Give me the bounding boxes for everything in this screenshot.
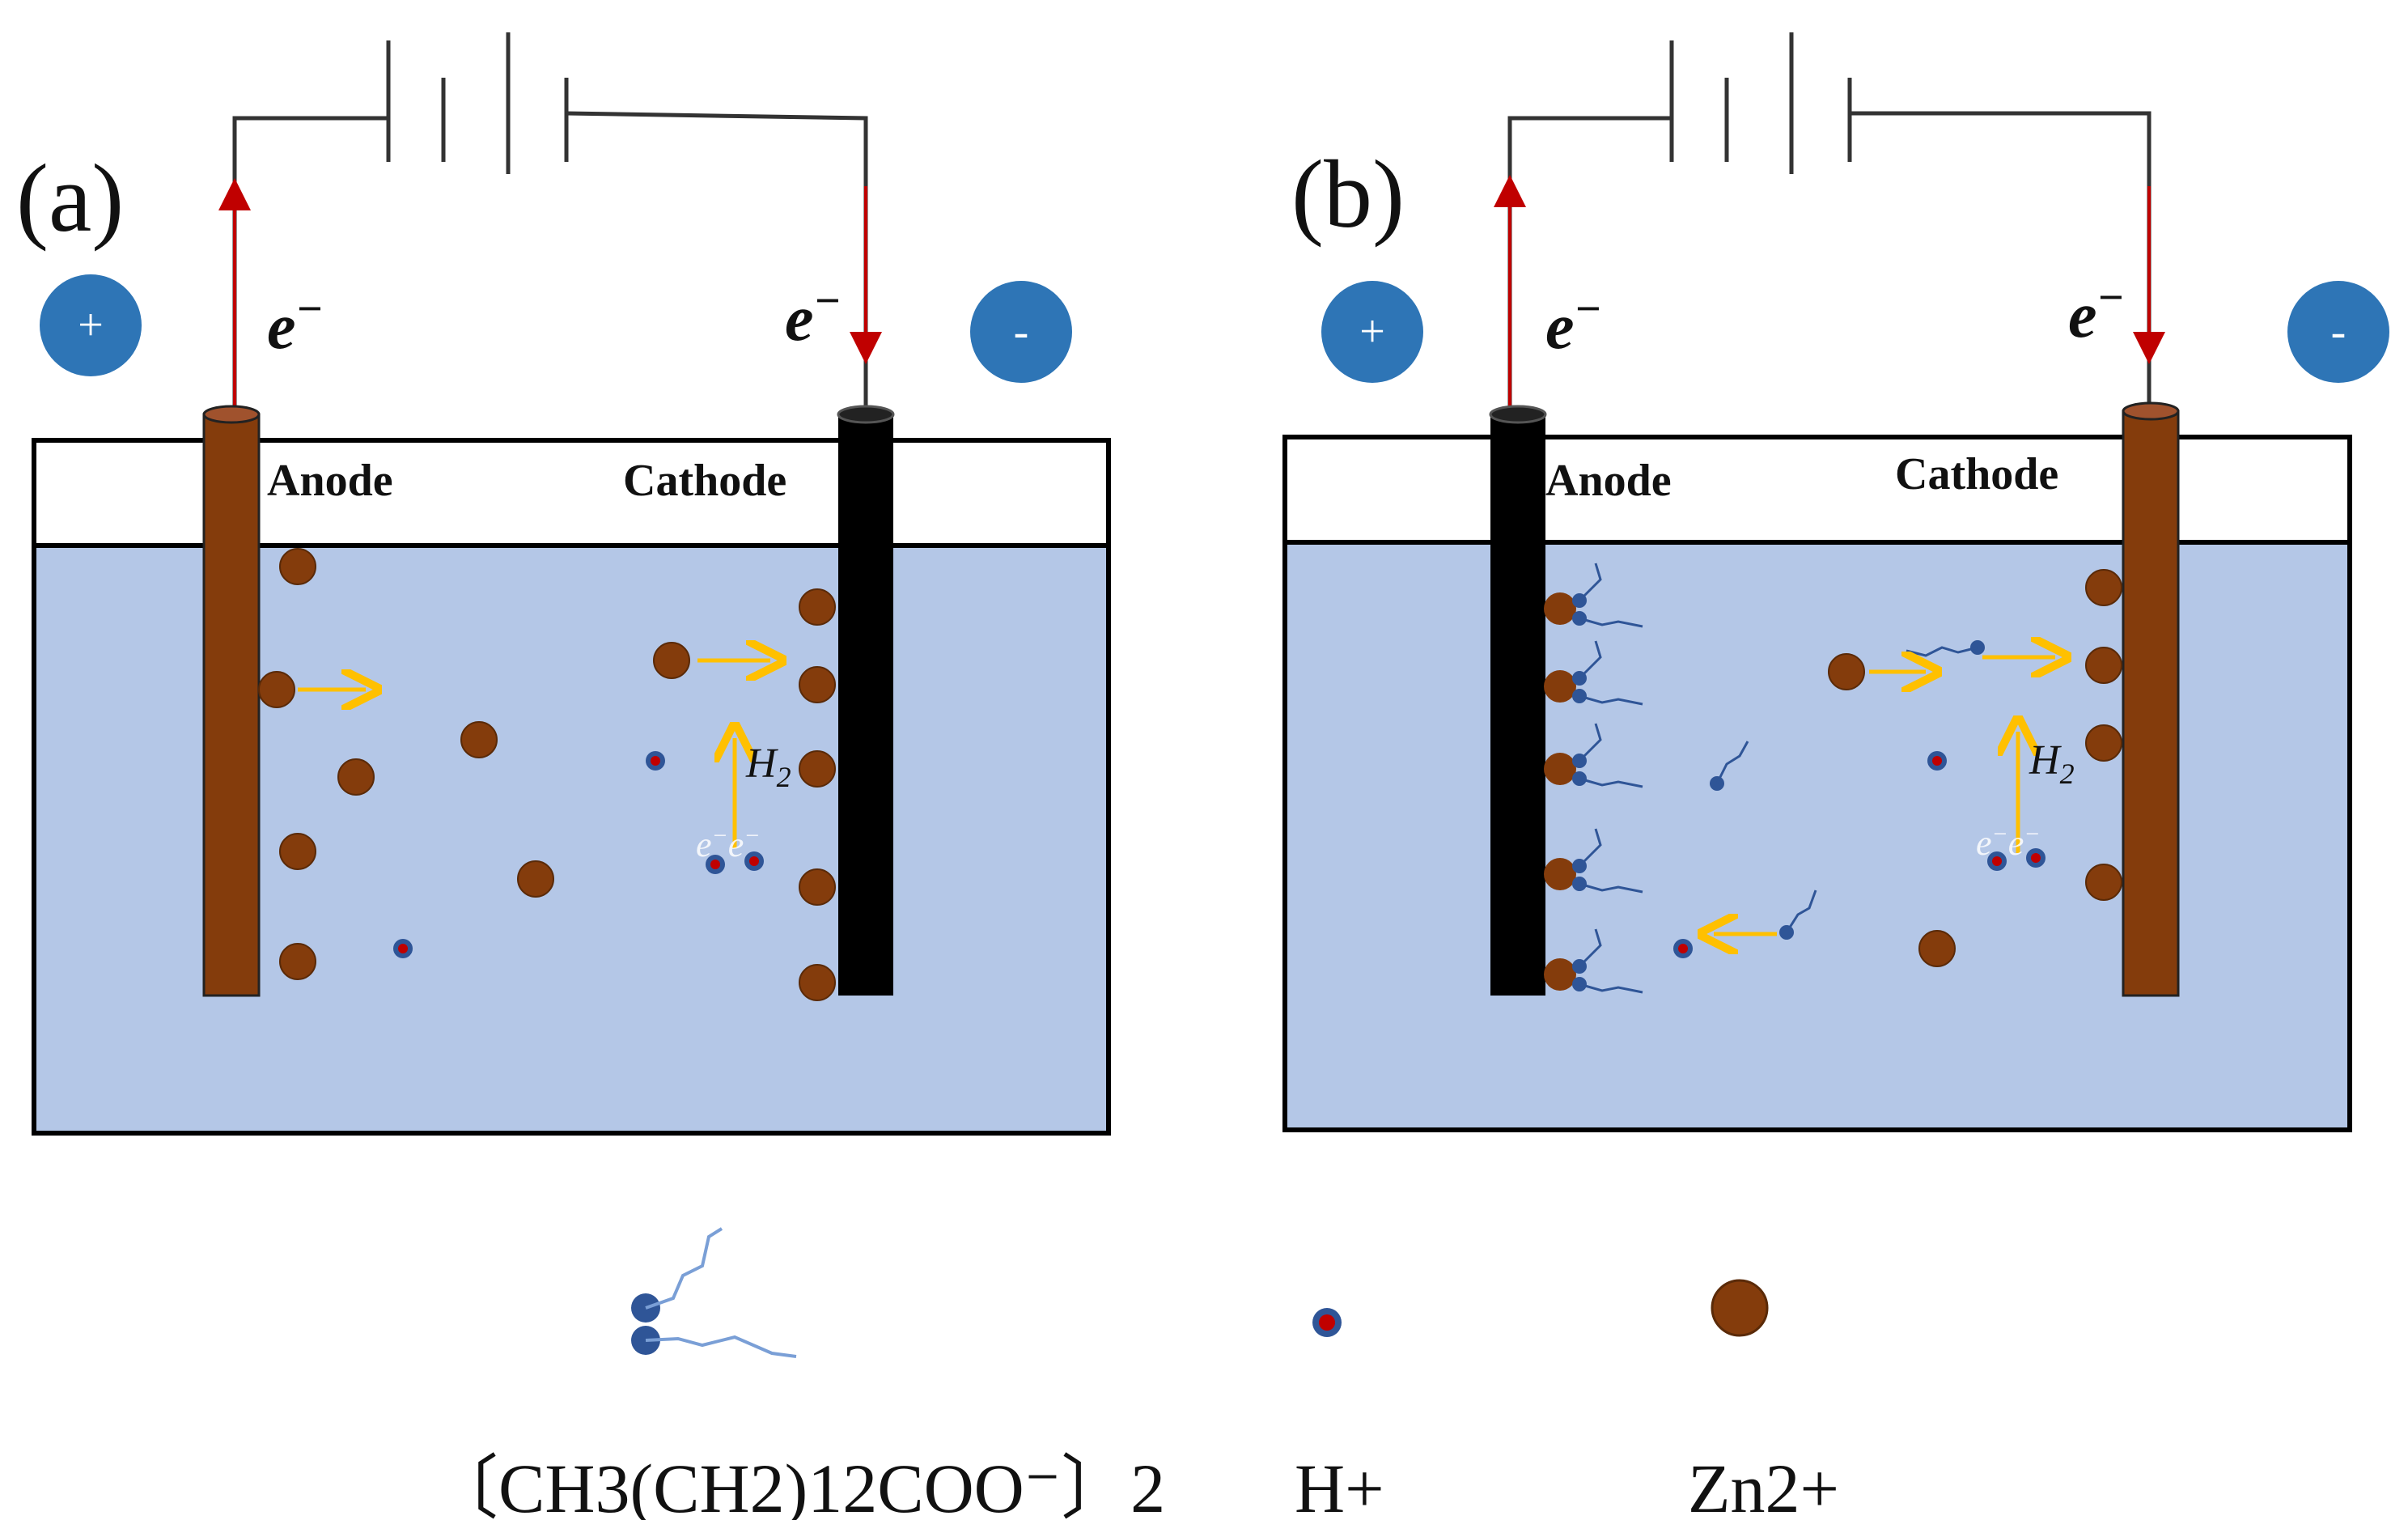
zn-ion: [460, 721, 498, 758]
zn-ion: [1918, 930, 1956, 967]
h-ion: [744, 851, 764, 871]
zn-ion: [337, 758, 375, 796]
surfactant-layer-b: [1544, 563, 1643, 994]
surfactant-molecule: [1544, 640, 1643, 706]
carbon-electrode-b: [1489, 405, 1547, 996]
h-ion: [706, 855, 725, 874]
zn-ions-a: [258, 548, 836, 1001]
h-ion: [2026, 848, 2046, 868]
cathode-label-a: Cathode: [623, 456, 786, 506]
zn-ion: [517, 860, 554, 898]
legend-h-ion-label: H+: [1295, 1450, 1384, 1520]
zn-ion: [2085, 569, 2122, 606]
positive-badge-a: +: [40, 274, 142, 376]
zn-ion: [799, 750, 836, 788]
electron-label-anode-b: e−: [1545, 284, 1601, 363]
carbon-electrode-a: [837, 405, 895, 996]
legend-h-ion-icon: [1312, 1308, 1342, 1337]
negative-badge-b: -: [2287, 281, 2389, 383]
panel-a: (a) + - e− e− Anode Cathode: [16, 32, 1111, 1136]
zn-ion: [279, 833, 316, 870]
battery-b: [1507, 32, 2152, 410]
electron-faint-b: e−e−: [1976, 821, 2041, 863]
negative-sign: -: [1014, 307, 1029, 357]
zn-ion: [799, 588, 836, 626]
h-ions-a: [393, 751, 764, 958]
negative-sign: -: [2331, 307, 2347, 357]
panel-label-b: (b): [1291, 140, 1405, 248]
zn-ion: [279, 943, 316, 980]
anode-label-b: Anode: [1545, 456, 1672, 506]
cathode-label-b: Cathode: [1895, 449, 2058, 499]
zn-ion: [2085, 864, 2122, 901]
zn-ion: [1828, 653, 1865, 690]
electron-faint-a: e−e−: [696, 822, 761, 864]
zn-ion: [2085, 647, 2122, 684]
positive-sign: +: [78, 300, 104, 350]
panel-label-a: (a): [16, 144, 124, 252]
legend: 〔CH3(CH2)12COO⁻〕2 H+ Zn2+: [429, 1227, 1839, 1520]
zn-ion: [653, 642, 690, 679]
cell-lid-b: [1282, 435, 2352, 545]
h-ion: [393, 939, 413, 958]
electron-label-anode-a: e−: [267, 284, 323, 363]
positive-badge-b: +: [1321, 281, 1423, 383]
zn-ion: [799, 666, 836, 703]
zn-ion: [799, 964, 836, 1001]
negative-badge-a: -: [970, 281, 1072, 383]
legend-zn-ion-label: Zn2+: [1688, 1450, 1839, 1520]
electron-label-cathode-a: e−: [785, 276, 841, 355]
surfactant-molecule: [1544, 563, 1643, 628]
zn-ions-b: [1828, 569, 2122, 967]
zinc-electrode-a: [202, 405, 261, 997]
anode-label-a: Anode: [267, 456, 393, 506]
electron-label-cathode-b: e−: [2068, 273, 2124, 351]
surfactant-molecule: [1544, 723, 1643, 788]
surfactant-molecule: [1544, 928, 1643, 994]
h-ions-b: [1673, 751, 2046, 958]
positive-sign: +: [1359, 307, 1385, 357]
h-ion: [1927, 751, 1947, 771]
h2-label-a: H2: [745, 741, 791, 793]
surfactant-molecule: [1544, 828, 1643, 894]
zn-ion: [258, 671, 295, 708]
electrolyte-a: [32, 543, 1111, 1136]
battery-a: [232, 32, 868, 410]
panel-b: (b) + - e− e− Anode Cathode: [1282, 32, 2389, 1132]
h-ion: [646, 751, 665, 771]
zn-ion: [279, 548, 316, 585]
legend-surfactant-label: 〔CH3(CH2)12COO⁻〕2: [429, 1450, 1165, 1520]
h-ion: [1673, 939, 1693, 958]
h-ion: [1987, 851, 2007, 871]
zn-ion: [2085, 724, 2122, 762]
zinc-electrode-b: [2122, 401, 2180, 997]
cell-lid-a: [32, 438, 1111, 548]
h2-label-b: H2: [2029, 737, 2075, 790]
zn-ion: [799, 868, 836, 906]
legend-surfactant-icon: [631, 1227, 797, 1358]
electrolyte-b: [1282, 540, 2352, 1132]
legend-zn-ion-icon: [1711, 1279, 1769, 1337]
